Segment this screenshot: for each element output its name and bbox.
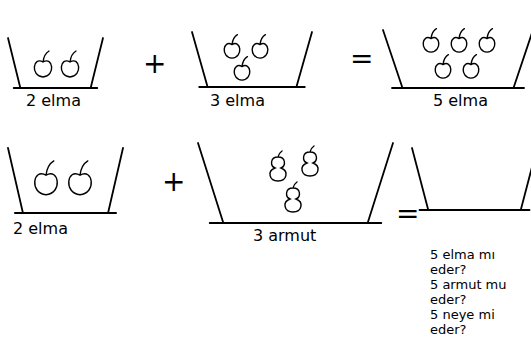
apple-drawing <box>69 161 92 195</box>
basket-outline <box>198 143 393 223</box>
apple-drawing <box>234 57 250 80</box>
apple-drawing <box>34 51 51 77</box>
apple-drawing <box>224 35 240 58</box>
apple-drawing <box>463 55 479 78</box>
fruit-basket: 3 elma <box>192 32 312 87</box>
basket-outline <box>8 38 103 88</box>
basket-line <box>8 148 123 213</box>
math-sign: = <box>396 200 419 228</box>
basket-line <box>198 143 393 223</box>
basket-outline <box>8 148 123 213</box>
apple-drawing <box>35 161 58 195</box>
basket-outline <box>412 148 531 210</box>
basket-line <box>192 32 312 87</box>
basket-label: 2 elma <box>13 220 68 238</box>
basket-line <box>383 30 531 88</box>
basket-outline <box>192 32 312 87</box>
basket-line <box>412 148 531 210</box>
math-sign: + <box>162 168 185 196</box>
apple-drawing <box>435 55 451 78</box>
apple-drawing <box>423 29 439 52</box>
basket-line <box>8 38 103 88</box>
apple-drawing <box>479 29 495 52</box>
pear-drawing <box>270 151 286 181</box>
pear-drawing <box>302 146 318 176</box>
basket-label: 2 elma <box>26 92 81 110</box>
apple-drawing <box>252 35 268 58</box>
question-text: 5 elma mı eder?5 armut mu eder?5 neye mi… <box>430 248 524 338</box>
question-line: 5 neye mi eder? <box>430 308 524 338</box>
math-sign: = <box>350 45 373 73</box>
math-sign: + <box>143 50 166 78</box>
basket-label: 5 elma <box>433 92 488 110</box>
question-line: 5 elma mı eder? <box>430 248 524 278</box>
basket-label: 3 armut <box>253 227 316 245</box>
basket-outline <box>383 30 531 88</box>
fruit-basket: 5 elma <box>383 30 531 88</box>
fruit-basket: 3 armut <box>198 143 393 223</box>
pear-drawing <box>285 182 301 212</box>
basket-label: 3 elma <box>210 92 265 110</box>
apple-drawing <box>451 29 467 52</box>
fruit-basket: 2 elma <box>8 148 123 213</box>
apple-drawing <box>61 51 78 77</box>
fruit-basket: 2 elma <box>8 38 103 88</box>
fruit-basket: 5 elma mı eder?5 armut mu eder?5 neye mi… <box>412 148 531 210</box>
question-line: 5 armut mu eder? <box>430 278 524 308</box>
